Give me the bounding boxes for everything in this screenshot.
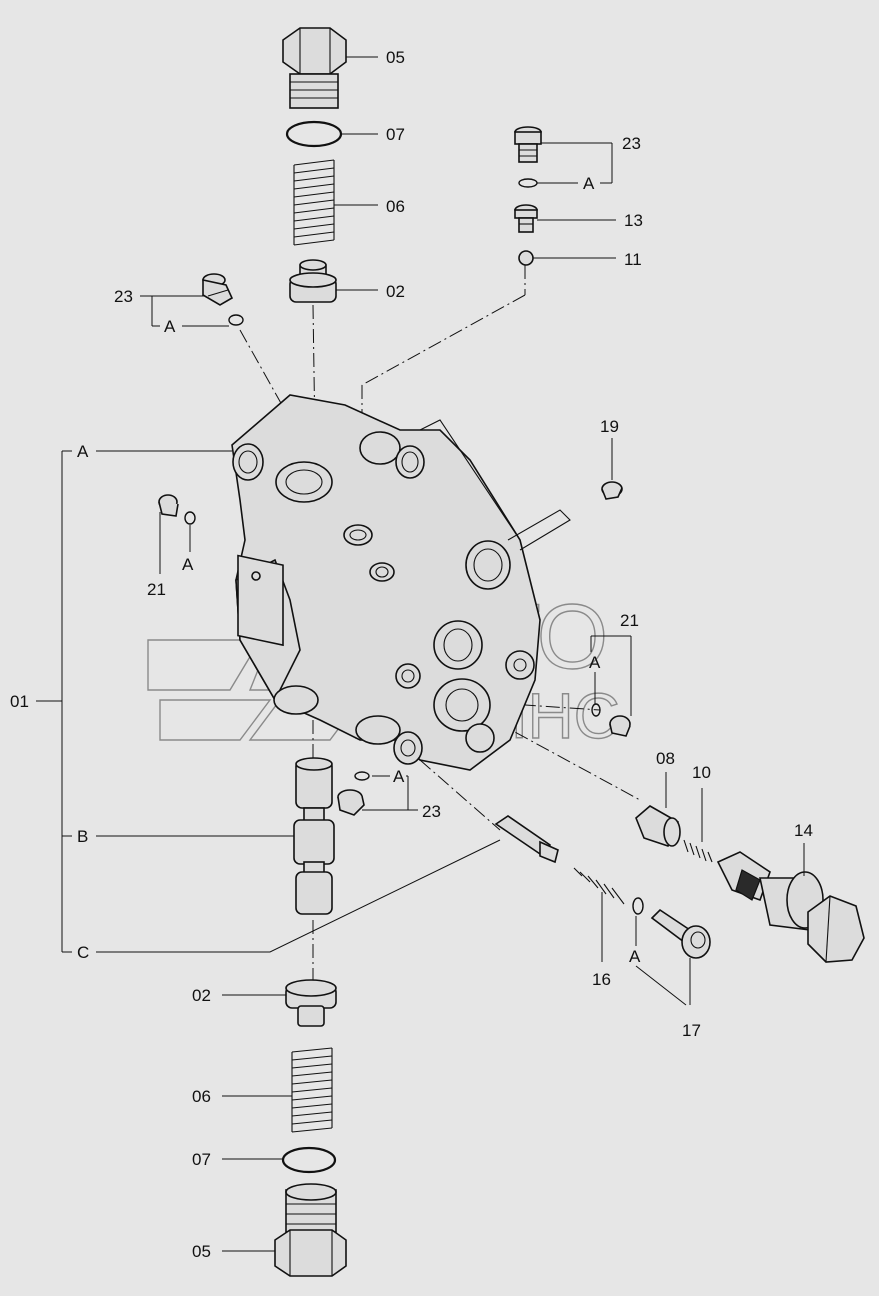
label-23-right: 23 bbox=[622, 134, 641, 153]
label-group-c: C bbox=[77, 943, 89, 962]
plug-21-right bbox=[609, 715, 631, 737]
plug-23-left bbox=[202, 273, 234, 306]
cap-02-bottom bbox=[285, 979, 337, 1027]
spring-06-top bbox=[293, 159, 335, 246]
label-05-top: 05 bbox=[386, 48, 405, 67]
label-21-right: 21 bbox=[620, 611, 639, 630]
label-a-left-top: A bbox=[164, 317, 176, 336]
plug-23-mid bbox=[337, 789, 365, 816]
label-06-bottom: 06 bbox=[192, 1087, 211, 1106]
label-07-top: 07 bbox=[386, 125, 405, 144]
oring-a-right bbox=[518, 178, 538, 188]
plug-23-right bbox=[514, 126, 542, 163]
plug-19 bbox=[601, 481, 623, 500]
label-01: 01 bbox=[10, 692, 29, 711]
leader-lines bbox=[36, 56, 805, 1252]
label-16: 16 bbox=[592, 970, 611, 989]
plug-05-top bbox=[282, 27, 347, 109]
label-11: 11 bbox=[624, 250, 642, 269]
oring-a-21-left bbox=[184, 511, 196, 525]
label-10: 10 bbox=[692, 763, 711, 782]
label-19: 19 bbox=[600, 417, 619, 436]
label-a-21-left: A bbox=[182, 555, 194, 574]
label-23-left: 23 bbox=[114, 287, 133, 306]
spring-10 bbox=[683, 839, 713, 863]
label-14: 14 bbox=[794, 821, 813, 840]
plug-17 bbox=[650, 908, 711, 959]
poppet-c bbox=[494, 815, 559, 864]
cap-02-top bbox=[289, 259, 337, 303]
oring-a-23-mid bbox=[354, 771, 370, 781]
plug-21-left bbox=[158, 494, 179, 517]
oring-a-17 bbox=[632, 897, 644, 915]
label-07-bottom: 07 bbox=[192, 1150, 211, 1169]
spool-b bbox=[293, 757, 335, 915]
piston-08 bbox=[635, 805, 681, 847]
oring-a-21-right bbox=[591, 703, 601, 717]
plug-13 bbox=[514, 204, 538, 233]
label-a-21-right: A bbox=[589, 653, 601, 672]
oring-07-top bbox=[285, 120, 343, 148]
label-05-bottom: 05 bbox=[192, 1242, 211, 1261]
label-21-left: 21 bbox=[147, 580, 166, 599]
label-23-mid: 23 bbox=[422, 802, 441, 821]
valve-body bbox=[231, 394, 571, 771]
label-a-17: A bbox=[629, 947, 641, 966]
label-02-bottom: 02 bbox=[192, 986, 211, 1005]
oring-07-bottom bbox=[281, 1146, 337, 1174]
spring-16 bbox=[573, 867, 625, 905]
ball-11 bbox=[518, 250, 534, 266]
oring-a-left-top bbox=[228, 314, 244, 326]
label-group-a: A bbox=[77, 442, 89, 461]
callout-labels: 05 07 06 02 23 A 13 11 23 A 19 01 A B C … bbox=[10, 48, 813, 1261]
label-06-top: 06 bbox=[386, 197, 405, 216]
label-02-top: 02 bbox=[386, 282, 405, 301]
label-a-23-mid: A bbox=[393, 767, 405, 786]
label-group-b: B bbox=[77, 827, 88, 846]
label-a-right-top: A bbox=[583, 174, 595, 193]
label-08: 08 bbox=[656, 749, 675, 768]
label-13: 13 bbox=[624, 211, 643, 230]
relief-valve-14 bbox=[716, 851, 865, 963]
label-17: 17 bbox=[682, 1021, 701, 1040]
plug-05-bottom bbox=[274, 1183, 347, 1277]
spring-06-bottom bbox=[291, 1047, 333, 1133]
